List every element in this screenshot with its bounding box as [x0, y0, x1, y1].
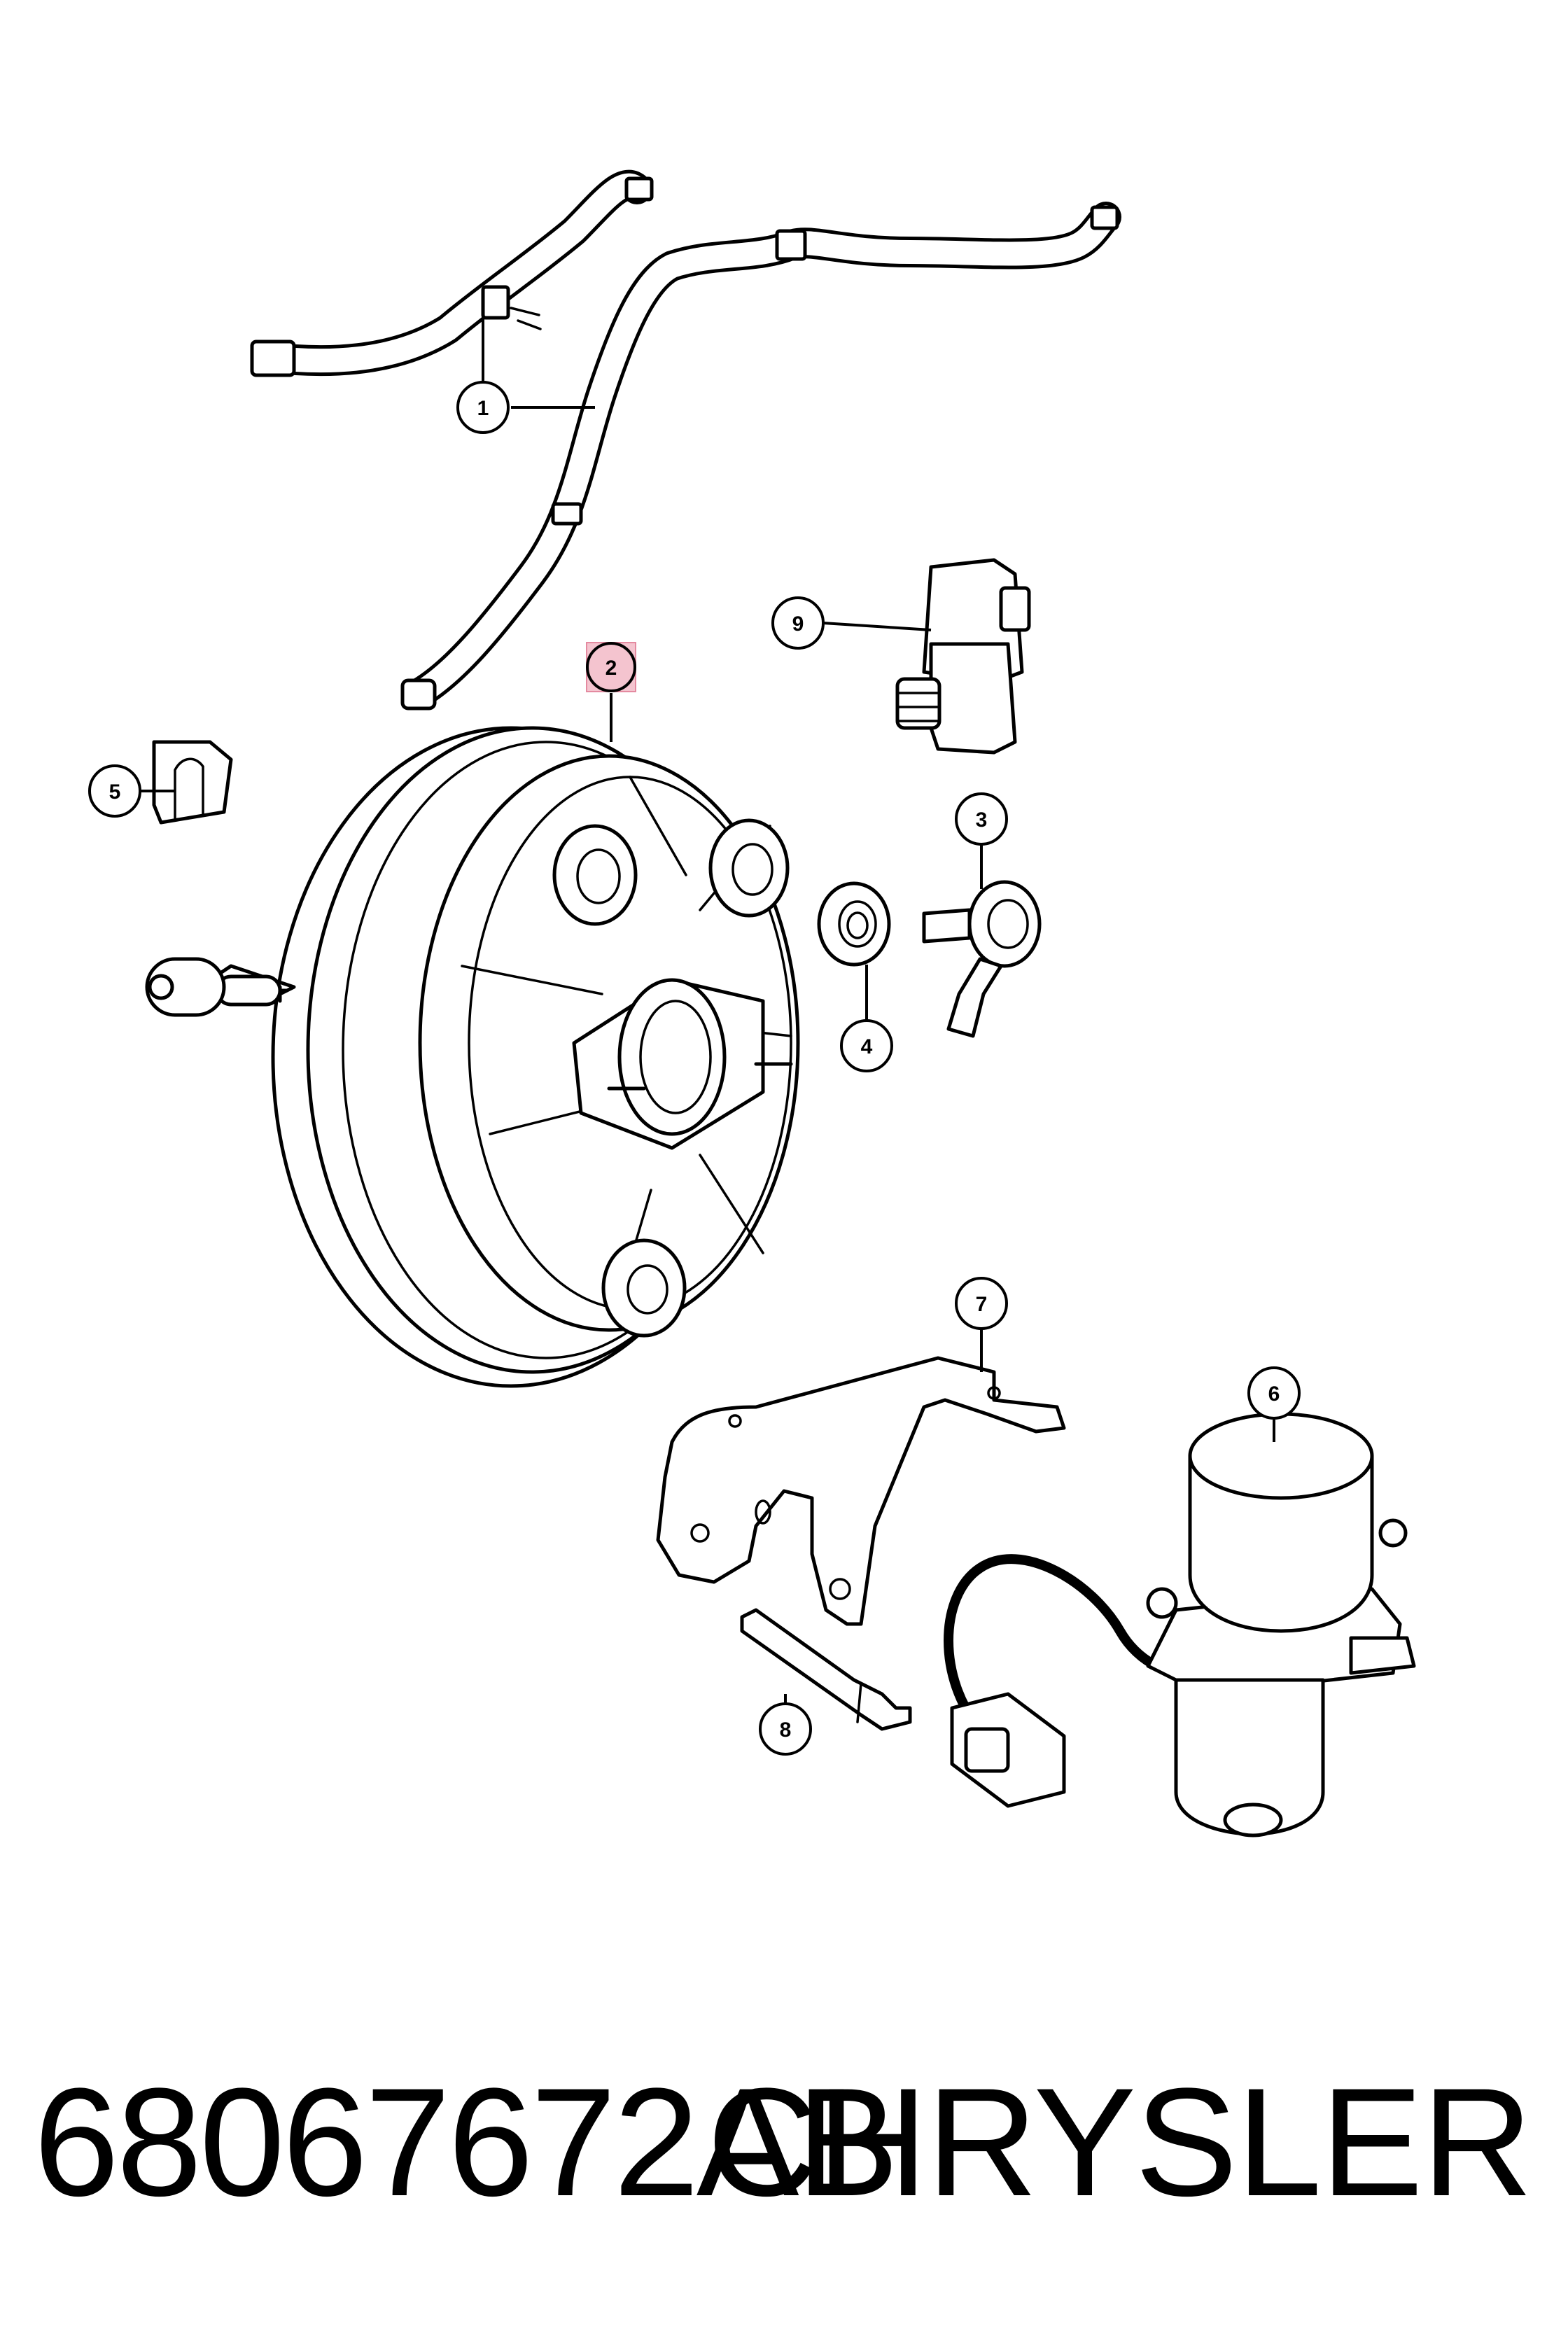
grommet — [817, 881, 891, 967]
callout-6-label: 6 — [1268, 1382, 1280, 1406]
parts-diagram: 1 9 — [88, 169, 1416, 1837]
callout-5-label: 5 — [109, 780, 121, 804]
callout-2[interactable] — [586, 642, 636, 692]
callout-2-label: 2 — [606, 657, 617, 680]
callout-1-label: 1 — [477, 397, 489, 420]
callout-8-label: 8 — [780, 1718, 792, 1742]
callout-5[interactable] — [88, 764, 141, 818]
vacuum-pump — [944, 1412, 1416, 1837]
callout-1[interactable] — [456, 381, 510, 434]
callout-9[interactable] — [771, 596, 825, 650]
brake-booster — [145, 726, 800, 1388]
vacuum-sensor — [895, 558, 1031, 755]
check-valve — [922, 880, 1042, 1038]
callout-6[interactable] — [1247, 1366, 1301, 1420]
callout-7-label: 7 — [976, 1293, 988, 1316]
retaining-clip — [152, 740, 233, 825]
callout-7[interactable] — [955, 1277, 1008, 1330]
part-number: 68067672AB — [34, 2056, 899, 2228]
callout-3-label: 3 — [976, 808, 988, 832]
callout-8[interactable] — [759, 1702, 812, 1756]
vacuum-hose-assembly — [250, 169, 1121, 710]
mounting-stud — [740, 1608, 912, 1731]
callout-4[interactable] — [840, 1019, 893, 1072]
mounting-bracket — [656, 1356, 1066, 1626]
callout-3[interactable] — [955, 792, 1008, 846]
callout-9-label: 9 — [792, 612, 804, 636]
callout-4-label: 4 — [861, 1035, 873, 1058]
brand-name: CHRYSLER — [706, 2056, 1533, 2228]
